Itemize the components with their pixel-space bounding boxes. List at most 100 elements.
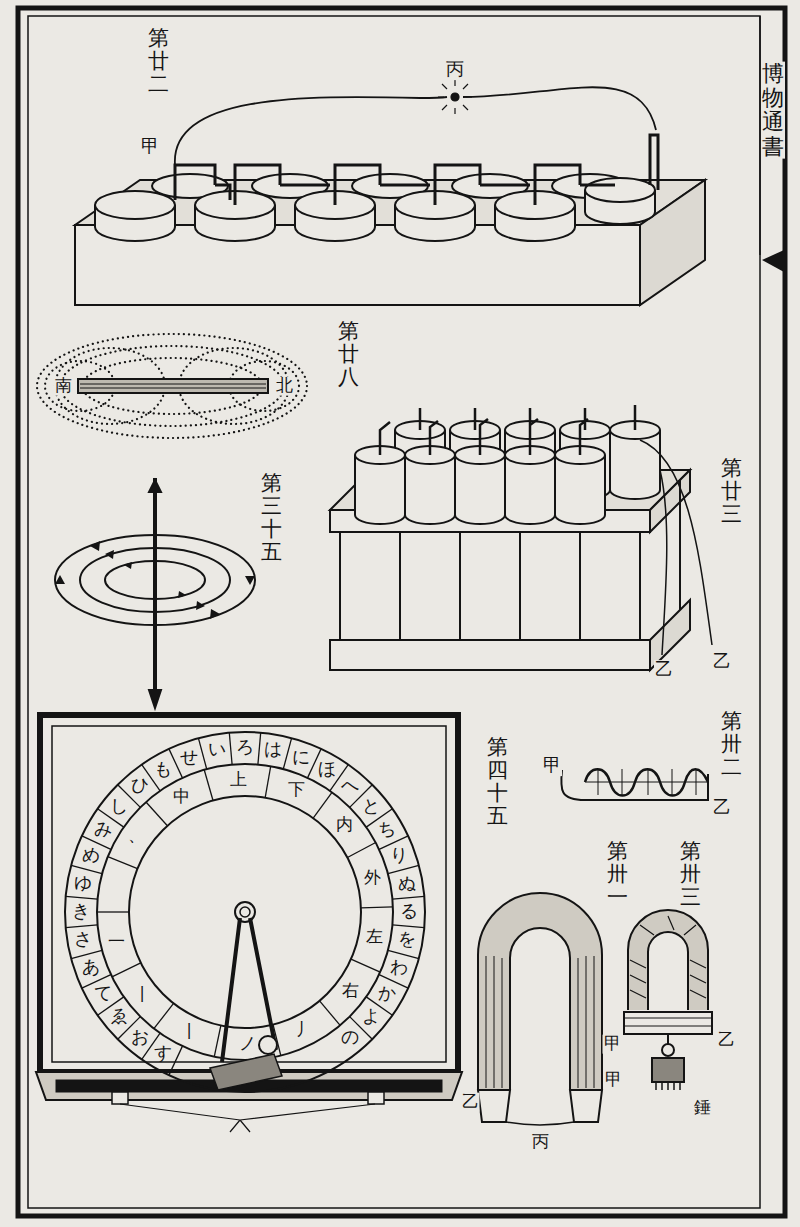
- figure-number: 第廿二: [147, 27, 170, 96]
- dial-division: [71, 865, 102, 873]
- dial-character: ゆ: [73, 874, 93, 894]
- part-label: 甲: [542, 756, 562, 776]
- dial-character: も: [153, 760, 173, 780]
- dial-character: ぬ: [397, 874, 417, 894]
- dial-character: 右: [341, 982, 360, 1001]
- part-label: 乙: [712, 798, 732, 818]
- dial-character: へ: [340, 776, 360, 796]
- dial-character: め: [81, 846, 101, 866]
- dial-character: を: [397, 931, 417, 951]
- part-label: 甲: [140, 137, 160, 157]
- dial-character: ほ: [317, 760, 337, 780]
- dial-division: [198, 738, 206, 769]
- dial-division: [347, 843, 375, 858]
- dial-character: 丿: [295, 1020, 314, 1039]
- dial-character: き: [71, 902, 91, 922]
- dial-division: [392, 896, 424, 899]
- dial-character: ち: [377, 820, 397, 840]
- dial-character: ろ: [235, 738, 255, 758]
- dial-character: せ: [179, 748, 199, 768]
- dial-character: は: [263, 741, 283, 761]
- magnet-field: [37, 334, 307, 438]
- dial-character: し: [109, 797, 129, 817]
- dial-character: よ: [361, 1008, 381, 1028]
- part-label: 乙: [717, 1031, 736, 1050]
- figure-number: 第四十五: [486, 736, 509, 828]
- figure-number: 第卅一: [606, 840, 629, 909]
- part-label: 甲: [603, 1035, 622, 1054]
- dial-division: [66, 896, 98, 899]
- dial-division: [112, 963, 141, 977]
- dial-character: り: [389, 846, 409, 866]
- dial-division: [258, 733, 261, 765]
- part-label: 丙: [531, 1133, 550, 1152]
- part-label: 乙: [712, 652, 732, 672]
- dial-character: の: [340, 1028, 360, 1048]
- dial-division: [154, 1003, 174, 1028]
- dial-division: [204, 770, 213, 801]
- part-label: 錘: [693, 1099, 712, 1118]
- dial-character: あ: [81, 958, 101, 978]
- dial-division: [214, 1025, 221, 1056]
- dial-character: 、: [127, 827, 146, 846]
- dial-character: て: [93, 984, 113, 1004]
- dial-character: さ: [73, 931, 93, 951]
- dial-division: [283, 738, 291, 769]
- dial-character: み: [93, 820, 113, 840]
- dial-division: [97, 911, 129, 912]
- dial-division: [229, 733, 232, 765]
- dial-character: 外: [363, 868, 382, 887]
- dial-telegraph: [36, 715, 462, 1132]
- margin-mark: [762, 250, 784, 272]
- dial-character: い: [207, 741, 227, 761]
- dial-division: [265, 766, 271, 798]
- dial-character: ひ: [130, 776, 150, 796]
- figure-number: 第三十五: [260, 472, 283, 564]
- page-frame: [18, 8, 785, 1216]
- book-title: 博物通書: [761, 62, 785, 159]
- battery-trough: [75, 80, 705, 305]
- figure-number: 第卅三: [679, 840, 702, 909]
- part-label: 乙: [654, 660, 674, 680]
- current-field: [55, 478, 255, 708]
- dial-division: [320, 1001, 341, 1026]
- dial-character: る: [399, 902, 419, 922]
- dial-character: 下: [287, 781, 306, 800]
- dial-character: す: [153, 1044, 173, 1064]
- horseshoe-magnet: [478, 893, 602, 1125]
- dial-division: [388, 865, 419, 873]
- dial-character: 中: [172, 787, 191, 806]
- lifting-magnet: [624, 910, 712, 1090]
- dial-character: 一: [107, 932, 126, 951]
- dial-character: わ: [389, 958, 409, 978]
- dial-division: [66, 925, 98, 928]
- dial-character: 上: [229, 771, 248, 790]
- part-label: 乙: [461, 1093, 480, 1112]
- dial-character: ノ: [238, 1035, 257, 1054]
- battery-stand: [330, 405, 712, 670]
- part-label: 丙: [445, 60, 465, 80]
- dial-character: お: [130, 1028, 150, 1048]
- dial-division: [108, 857, 138, 869]
- part-label: 甲: [604, 1071, 623, 1090]
- dial-division: [351, 959, 380, 972]
- dial-character: 丨: [133, 986, 152, 1005]
- dial-character: 内: [335, 816, 354, 835]
- figure-number: 第廿八: [337, 320, 360, 389]
- dial-character: 左: [365, 928, 384, 947]
- dial-division: [361, 907, 393, 908]
- dial-division: [146, 802, 167, 826]
- dial-character: 丨: [180, 1022, 199, 1041]
- pole-label: 南: [54, 377, 73, 396]
- dial-division: [313, 792, 332, 818]
- dial-character: ゑ: [109, 1008, 129, 1028]
- dial-character: に: [291, 748, 311, 768]
- pole-label: 北: [275, 377, 294, 396]
- coil: [561, 769, 708, 800]
- figure-number: 第廿三: [720, 457, 743, 526]
- figure-number: 第卅二: [720, 710, 743, 779]
- dial-character: か: [377, 984, 397, 1004]
- dial-division: [392, 925, 424, 928]
- dial-character: と: [361, 797, 381, 817]
